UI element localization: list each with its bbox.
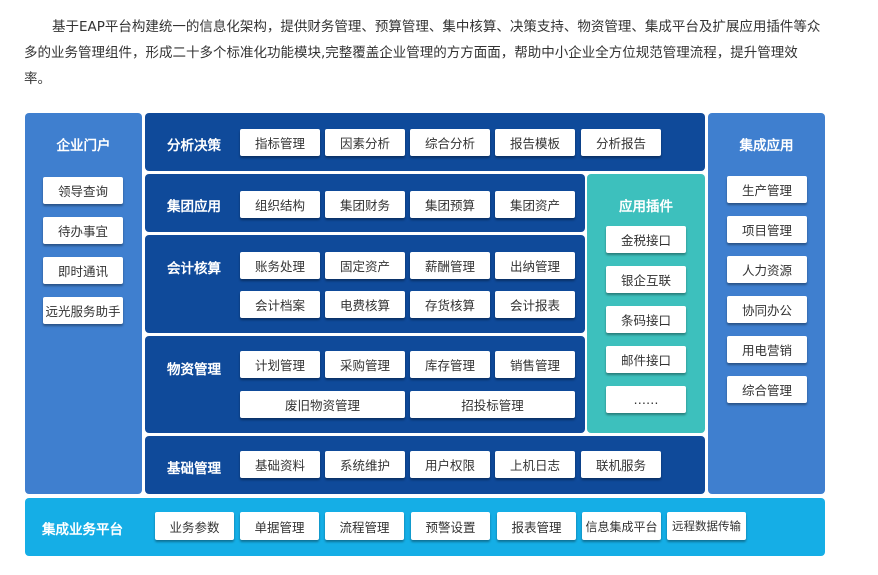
accounting-item[interactable]: 固定资产	[325, 252, 405, 279]
analysis-item[interactable]: 因素分析	[325, 129, 405, 156]
portal-item[interactable]: 即时通讯	[43, 257, 123, 284]
platform-title: 集成业务平台	[42, 522, 123, 538]
plugins-title: 应用插件	[619, 199, 673, 215]
integration-item[interactable]: 协同办公	[727, 296, 807, 323]
accounting-item[interactable]: 会计档案	[240, 291, 320, 318]
plugins-panel: 应用插件 金税接口 银企互联 条码接口 邮件接口 ……	[587, 174, 705, 433]
group-item[interactable]: 集团资产	[495, 191, 575, 218]
accounting-item[interactable]: 薪酬管理	[410, 252, 490, 279]
group-item[interactable]: 组织结构	[240, 191, 320, 218]
basic-item[interactable]: 基础资料	[240, 451, 320, 478]
accounting-item[interactable]: 存货核算	[410, 291, 490, 318]
basic-item[interactable]: 系统维护	[325, 451, 405, 478]
analysis-title: 分析决策	[167, 138, 221, 154]
materials-item[interactable]: 采购管理	[325, 351, 405, 378]
basic-item[interactable]: 联机服务	[581, 451, 661, 478]
platform-item[interactable]: 流程管理	[325, 512, 404, 540]
platform-item[interactable]: 预警设置	[411, 512, 490, 540]
integration-item[interactable]: 综合管理	[727, 376, 807, 403]
integration-item[interactable]: 生产管理	[727, 176, 807, 203]
accounting-title: 会计核算	[167, 261, 221, 277]
analysis-item[interactable]: 指标管理	[240, 129, 320, 156]
accounting-item[interactable]: 出纳管理	[495, 252, 575, 279]
integration-panel: 集成应用 生产管理 项目管理 人力资源 协同办公 用电营销 综合管理	[708, 113, 825, 494]
plugin-item[interactable]: 金税接口	[606, 226, 686, 253]
platform-item[interactable]: 业务参数	[155, 512, 234, 540]
analysis-panel: 分析决策 指标管理 因素分析 综合分析 报告模板 分析报告	[145, 113, 705, 171]
accounting-item[interactable]: 电费核算	[325, 291, 405, 318]
basic-panel: 基础管理 基础资料 系统维护 用户权限 上机日志 联机服务	[145, 436, 705, 494]
accounting-item[interactable]: 会计报表	[495, 291, 575, 318]
plugin-item[interactable]: 邮件接口	[606, 346, 686, 373]
accounting-panel: 会计核算 账务处理 固定资产 薪酬管理 出纳管理 会计档案 电费核算 存货核算 …	[145, 235, 585, 333]
materials-title: 物资管理	[167, 362, 221, 378]
platform-item[interactable]: 信息集成平台	[582, 512, 661, 540]
analysis-item[interactable]: 分析报告	[581, 129, 661, 156]
basic-item[interactable]: 用户权限	[410, 451, 490, 478]
materials-panel: 物资管理 计划管理 采购管理 库存管理 销售管理 废旧物资管理 招投标管理	[145, 336, 585, 433]
basic-title: 基础管理	[167, 461, 221, 477]
portal-item[interactable]: 待办事宜	[43, 217, 123, 244]
portal-item[interactable]: 远光服务助手	[43, 297, 123, 324]
plugin-item[interactable]: ……	[606, 386, 686, 413]
integration-item[interactable]: 项目管理	[727, 216, 807, 243]
materials-item[interactable]: 招投标管理	[410, 391, 575, 418]
group-title: 集团应用	[167, 199, 221, 215]
group-panel: 集团应用 组织结构 集团财务 集团预算 集团资产	[145, 174, 585, 232]
materials-item[interactable]: 计划管理	[240, 351, 320, 378]
group-item[interactable]: 集团财务	[325, 191, 405, 218]
portal-item[interactable]: 领导查询	[43, 177, 123, 204]
integration-item[interactable]: 用电营销	[727, 336, 807, 363]
accounting-item[interactable]: 账务处理	[240, 252, 320, 279]
basic-item[interactable]: 上机日志	[495, 451, 575, 478]
platform-item[interactable]: 远程数据传输	[667, 512, 746, 540]
plugin-item[interactable]: 条码接口	[606, 306, 686, 333]
portal-panel: 企业门户 领导查询 待办事宜 即时通讯 远光服务助手	[25, 113, 142, 494]
platform-item[interactable]: 单据管理	[240, 512, 319, 540]
analysis-item[interactable]: 综合分析	[410, 129, 490, 156]
group-item[interactable]: 集团预算	[410, 191, 490, 218]
platform-item[interactable]: 报表管理	[497, 512, 576, 540]
integration-item[interactable]: 人力资源	[727, 256, 807, 283]
materials-item[interactable]: 销售管理	[495, 351, 575, 378]
platform-panel: 集成业务平台 业务参数 单据管理 流程管理 预警设置 报表管理 信息集成平台 远…	[25, 498, 825, 556]
integration-title: 集成应用	[739, 138, 794, 154]
intro-paragraph: 基于EAP平台构建统一的信息化架构，提供财务管理、预算管理、集中核算、决策支持、…	[24, 19, 821, 87]
materials-item[interactable]: 废旧物资管理	[240, 391, 405, 418]
analysis-item[interactable]: 报告模板	[495, 129, 575, 156]
portal-title: 企业门户	[56, 138, 111, 154]
materials-item[interactable]: 库存管理	[410, 351, 490, 378]
plugin-item[interactable]: 银企互联	[606, 266, 686, 293]
